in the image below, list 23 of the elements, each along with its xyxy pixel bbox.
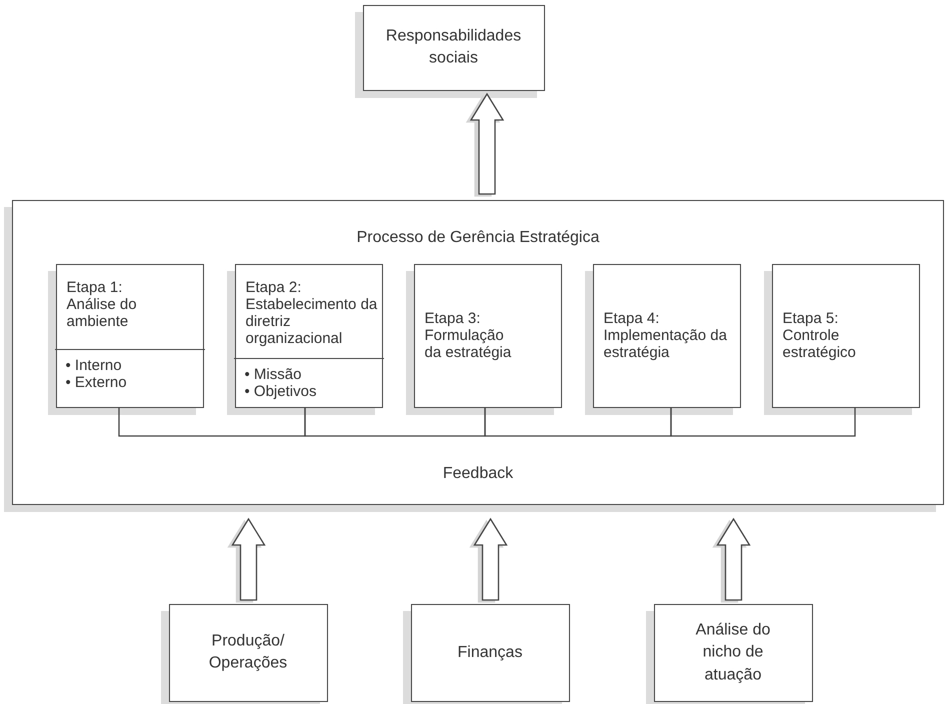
panel-title: Processo de Gerência Estratégica [356, 229, 600, 248]
stage-title: Etapa 4: Implementação da estratégia [604, 310, 728, 362]
stage-title: Etapa 1: Análise do ambiente [66, 278, 138, 330]
bullet-item: • Objetivos [244, 382, 316, 400]
stage-title: Etapa 3: Formulação da estratégia [424, 310, 512, 362]
feedback-line [304, 408, 486, 437]
bullet-item: • Interno [66, 356, 123, 374]
stage-title: Etapa 2: Estabelecimento da diretriz organizacional [246, 278, 378, 348]
block-arrow [470, 92, 504, 195]
feedback-line [484, 408, 672, 437]
block-arrow [231, 518, 266, 601]
box-label: Análise do nicho de atuação [694, 620, 772, 686]
block-arrow [473, 518, 508, 601]
bullet-item: • Missão [244, 366, 302, 383]
feedback-line [118, 408, 306, 437]
block-arrow [716, 518, 751, 601]
stage-title: Etapa 5: Controle estratégico [782, 310, 857, 362]
bullet-item: • Externo [66, 374, 127, 391]
box-label: Finanças [456, 642, 524, 663]
feedback-line [670, 408, 856, 437]
box-label: Responsabilidades sociais [384, 26, 522, 69]
feedback-label: Feedback [442, 465, 514, 484]
box-label: Produção/ Operações [208, 632, 288, 674]
